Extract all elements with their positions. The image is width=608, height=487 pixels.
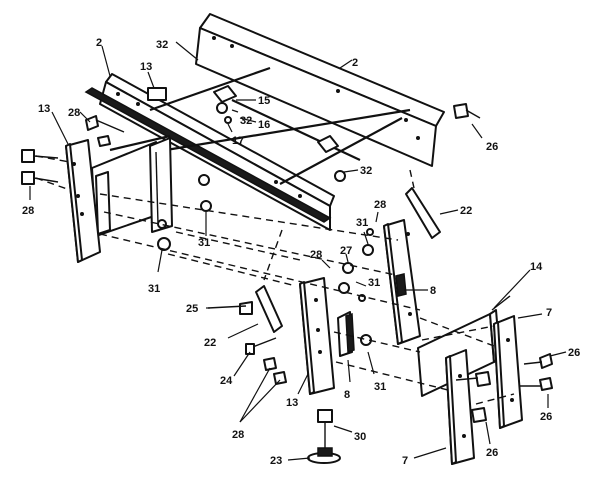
label-part-28-right: 28	[374, 199, 386, 211]
label-part-26-right: 26	[568, 347, 580, 359]
label-part-26-bottom: 26	[486, 447, 498, 459]
label-part-28-lower: 28	[232, 429, 244, 441]
label-part-25: 25	[186, 303, 198, 315]
assembly-lines	[35, 155, 515, 405]
label-part-28-left: 28	[22, 205, 34, 217]
center-hinge	[337, 311, 372, 357]
label-part-22-center: 22	[204, 337, 216, 349]
label-part-28-center: 28	[310, 249, 322, 261]
label-part-31-center: 31	[368, 277, 380, 289]
cross-rods	[109, 66, 411, 185]
label-part-15: 15	[258, 95, 270, 107]
right-brace	[405, 187, 441, 239]
label-part-2-front: 2	[96, 37, 102, 49]
label-part-17: 17	[232, 135, 244, 147]
label-part-31-right: 31	[356, 217, 368, 229]
left-leg	[65, 139, 101, 263]
center-leg	[299, 262, 366, 395]
label-part-26-lower-right: 26	[540, 411, 552, 423]
label-part-7-right: 7	[546, 307, 552, 319]
front-rail	[84, 73, 335, 231]
label-part-8-right: 8	[430, 285, 436, 297]
label-part-32-right: 32	[360, 165, 372, 177]
label-part-31-left: 31	[198, 237, 210, 249]
label-part-31-bottom-left: 31	[148, 283, 160, 295]
label-part-13-center: 13	[286, 397, 298, 409]
left-hardware	[21, 115, 212, 251]
label-part-8-center: 8	[344, 389, 350, 401]
label-part-7-bottom: 7	[402, 455, 408, 467]
label-part-13-bracket: 13	[140, 61, 152, 73]
center-bracket	[147, 85, 346, 182]
label-part-2-rear: 2	[352, 57, 358, 69]
label-part-24: 24	[220, 375, 233, 387]
right-hardware	[453, 103, 553, 423]
center-hardware	[245, 337, 341, 464]
label-part-30: 30	[354, 431, 366, 443]
label-part-26-top: 26	[486, 141, 498, 153]
label-part-22-right: 22	[460, 205, 472, 217]
label-part-32-top: 32	[156, 39, 168, 51]
label-part-32-center: 32	[240, 115, 252, 127]
label-part-31-lower: 31	[374, 381, 386, 393]
label-part-14: 14	[530, 261, 543, 273]
label-part-27: 27	[340, 245, 352, 257]
label-part-23: 23	[270, 455, 282, 467]
part-labels: 2 2 32 13 15 13 28 32 16 17 26 28 32 31 …	[22, 37, 580, 467]
label-part-13-left: 13	[38, 103, 50, 115]
label-part-16: 16	[258, 119, 270, 131]
right-rear-leg	[362, 219, 421, 345]
leader-lines	[29, 41, 567, 461]
label-part-28-left-top: 28	[68, 107, 80, 119]
center-brace	[207, 285, 283, 333]
